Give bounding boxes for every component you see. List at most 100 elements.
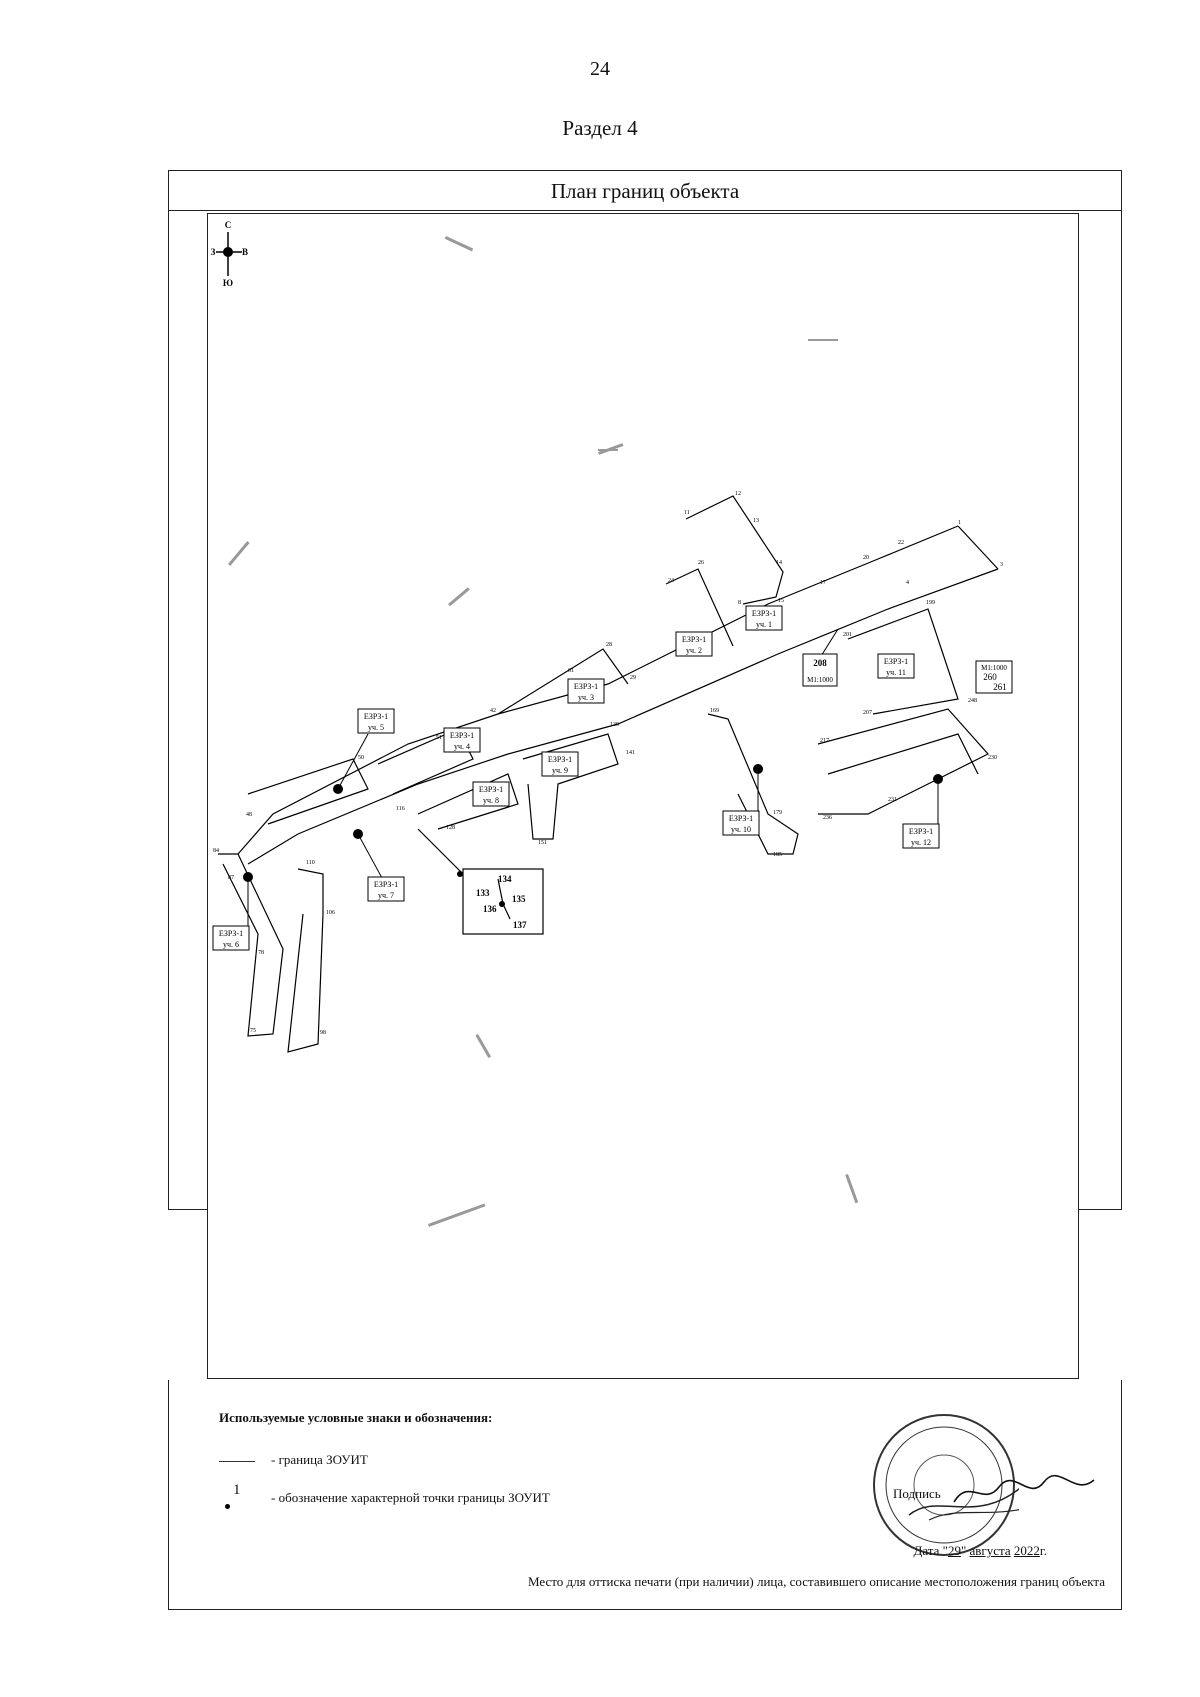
svg-text:12: 12 [735,491,741,497]
svg-text:4: 4 [906,580,909,586]
page-number: 24 [590,58,610,80]
svg-text:20: 20 [863,555,869,561]
inset-boundary [497,878,511,920]
plot-9-boundary [522,733,619,840]
zone-labels: ЕЗРЗ-1 уч. 1 ЕЗРЗ-1 уч. 2 ЕЗРЗ-1 уч. 3 Е… [212,605,940,951]
legend-title: Используемые условные знаки и обозначени… [219,1410,493,1425]
svg-text:136: 136 [483,904,497,914]
zone-label-2: ЕЗРЗ-1 уч. 2 [675,631,713,657]
svg-text:уч. 5: уч. 5 [368,723,384,732]
handwritten-signature-icon [953,1474,1095,1503]
plot-2-boundary [665,568,734,647]
svg-text:141: 141 [626,750,635,756]
plan-title: План границ объекта [169,171,1121,211]
svg-text:ЕЗРЗ-1: ЕЗРЗ-1 [219,929,243,938]
svg-text:ЕЗРЗ-1: ЕЗРЗ-1 [884,657,908,666]
legend-panel: Используемые условные знаки и обозначени… [168,1380,1122,1610]
svg-text:133: 133 [476,888,490,898]
corridor-boundary-north [237,525,959,855]
svg-text:248: 248 [968,698,977,704]
svg-text:48: 48 [246,812,252,818]
zone-label-7: ЕЗРЗ-1 уч. 7 [367,876,405,902]
svg-text:217: 217 [820,738,829,744]
svg-text:199: 199 [926,600,935,606]
plan-frame: План границ объекта С Ю З В [168,170,1122,1379]
date-line: Дата "29" августа 2022г. [913,1543,1047,1559]
svg-text:ЕЗРЗ-1: ЕЗРЗ-1 [450,731,474,740]
plot-6-boundary [218,853,284,1037]
svg-text:87: 87 [228,875,234,881]
plot-12-boundary [817,708,989,815]
svg-text:8: 8 [738,600,741,606]
boundary-point-icon: 1 [219,1482,255,1512]
svg-text:уч. 12: уч. 12 [911,838,931,847]
compass-south: Ю [223,278,233,288]
marker-dots [243,764,943,907]
date-suffix: г. [1039,1543,1047,1558]
seal-stamp-icon [873,1414,1019,1556]
svg-text:уч. 9: уч. 9 [552,766,568,775]
svg-text:28: 28 [606,642,612,648]
plot-1-boundary [685,495,784,605]
svg-text:24: 24 [668,578,674,584]
svg-text:уч. 1: уч. 1 [756,620,772,629]
compass-east: В [242,247,248,257]
svg-text:11: 11 [684,510,690,516]
legend-point-row: 1 - обозначение характерной точки границ… [219,1482,550,1512]
compass-west: З [211,247,216,257]
svg-text:261: 261 [993,682,1007,692]
svg-text:ЕЗРЗ-1: ЕЗРЗ-1 [729,814,753,823]
legend-point-label: - обозначение характерной точки границы … [271,1489,550,1505]
svg-text:уч. 6: уч. 6 [223,940,239,949]
svg-text:уч. 10: уч. 10 [731,825,751,834]
svg-text:13: 13 [753,518,759,524]
svg-text:135: 135 [512,894,526,904]
svg-text:116: 116 [396,806,405,812]
callout-b: M1:1000 260 261 [975,660,1013,694]
svg-text:уч. 3: уч. 3 [578,693,594,702]
svg-text:22: 22 [898,540,904,546]
zone-label-4: ЕЗРЗ-1 уч. 4 [443,727,481,753]
date-month: августа [969,1543,1011,1558]
svg-text:61: 61 [568,668,574,674]
svg-text:уч. 2: уч. 2 [686,646,702,655]
point-dot-icon [225,1504,230,1509]
svg-text:84: 84 [213,848,219,854]
svg-text:ЕЗРЗ-1: ЕЗРЗ-1 [364,712,388,721]
zone-label-1: ЕЗРЗ-1 уч. 1 [745,605,783,631]
svg-text:110: 110 [306,860,315,866]
svg-text:ЕЗРЗ-1: ЕЗРЗ-1 [752,609,776,618]
plot-10-boundary [707,713,799,855]
svg-text:уч. 7: уч. 7 [378,891,394,900]
svg-text:169: 169 [710,708,719,714]
svg-text:уч. 11: уч. 11 [886,668,906,677]
svg-text:236: 236 [823,815,832,821]
svg-text:128: 128 [446,825,455,831]
background-specks [228,236,859,1227]
zone-label-9: ЕЗРЗ-1 уч. 9 [541,751,579,777]
zone-label-10: ЕЗРЗ-1 уч. 10 [722,810,760,836]
zone-label-11: ЕЗРЗ-1 уч. 11 [877,653,915,679]
svg-text:75: 75 [250,1028,256,1034]
section-title: Раздел 4 [562,116,638,140]
svg-text:185: 185 [773,852,782,858]
svg-text:ЕЗРЗ-1: ЕЗРЗ-1 [548,755,572,764]
corridor-boundary-south [247,568,999,865]
svg-text:134: 134 [498,874,512,884]
svg-text:230: 230 [988,755,997,761]
boundary-map: С Ю З В [207,213,1079,1379]
svg-text:231: 231 [888,797,897,803]
boundary-line-icon [219,1460,255,1462]
svg-text:139: 139 [610,722,619,728]
svg-text:ЕЗРЗ-1: ЕЗРЗ-1 [574,682,598,691]
corridor-east-end [957,525,999,570]
svg-text:1: 1 [958,520,961,526]
svg-text:207: 207 [863,710,872,716]
plot-5-boundary [247,758,369,825]
legend-line-row: - граница ЗОУИТ [219,1452,368,1468]
scale-callouts: 208 M1:1000 M1:1000 260 261 [802,653,1013,694]
svg-text:201: 201 [843,632,852,638]
zone-label-8: ЕЗРЗ-1 уч. 8 [472,781,510,807]
svg-text:78: 78 [258,950,264,956]
